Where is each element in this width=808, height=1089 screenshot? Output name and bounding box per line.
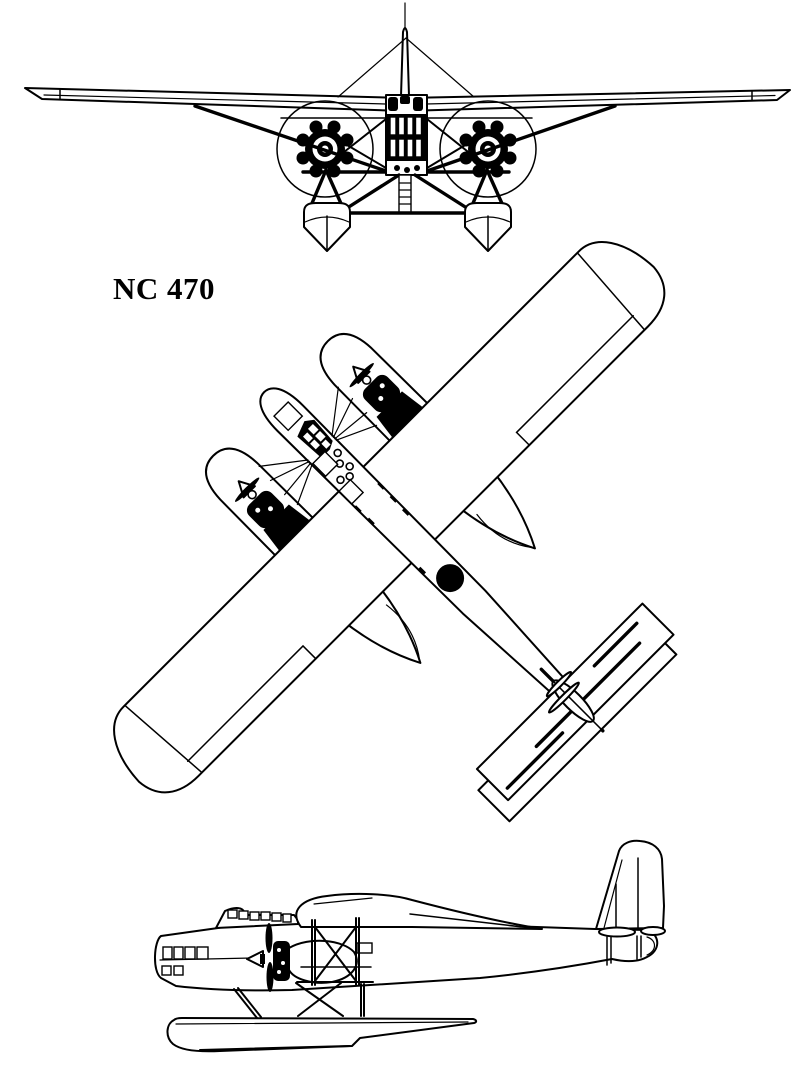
side-canopy — [215, 907, 299, 929]
plan-port-engine — [235, 477, 313, 555]
fuselage-roundel — [436, 564, 465, 593]
front-fuselage — [385, 94, 428, 176]
side-engine — [246, 923, 373, 992]
side-tail — [595, 839, 666, 966]
plan-starboard-engine — [349, 363, 427, 441]
plan-view — [113, 241, 678, 823]
plan-cockpit — [273, 401, 427, 575]
side-view — [154, 839, 666, 1053]
front-right-float — [464, 202, 512, 252]
side-struts — [233, 917, 374, 1019]
side-wing — [295, 892, 543, 930]
front-view — [24, 2, 791, 252]
nose-hatch — [273, 401, 304, 432]
front-struts — [193, 104, 617, 174]
plan-tail — [475, 602, 678, 823]
side-float — [166, 1017, 478, 1053]
left-propeller-disc — [276, 100, 374, 198]
front-float-struts — [308, 168, 506, 215]
plan-bracing-wires — [258, 386, 378, 506]
front-left-float — [303, 202, 351, 252]
right-propeller-disc — [439, 100, 537, 198]
front-fin — [337, 2, 475, 98]
drawing-title: NC 470 — [113, 271, 215, 306]
